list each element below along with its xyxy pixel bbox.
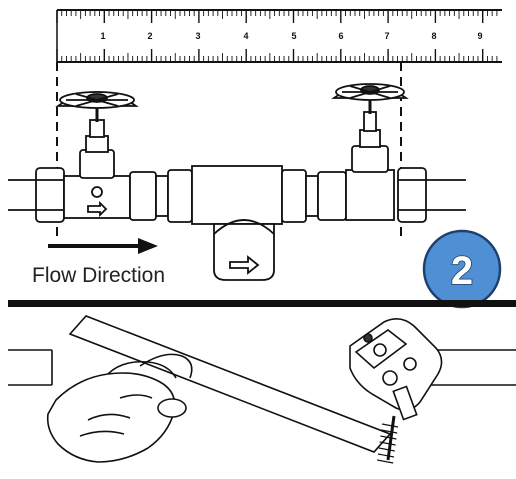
ruler-label-1: 1 (100, 31, 105, 41)
ruler-label-8: 8 (431, 31, 436, 41)
hand-icon (46, 353, 193, 463)
ruler: 1 2 3 4 5 6 7 8 9 (56, 9, 502, 63)
screw-thread (381, 423, 399, 428)
straightedge (68, 315, 392, 453)
gate-valve-right (331, 83, 409, 221)
pipe-assembly (8, 83, 466, 281)
screw-thread (381, 429, 398, 434)
screw-thread (379, 441, 396, 446)
step-number: 2 (451, 249, 473, 293)
section-divider (8, 300, 516, 307)
ruler-label-7: 7 (384, 31, 389, 41)
ruler-label-4: 4 (243, 31, 248, 41)
ruler-label-9: 9 (477, 31, 482, 41)
ruler-ticks (56, 10, 498, 62)
ruler-label-6: 6 (338, 31, 343, 41)
cutter-screw (377, 423, 399, 464)
union-left (129, 169, 193, 223)
ruler-label-2: 2 (147, 31, 152, 41)
flow-arrow-icon (87, 200, 108, 218)
screw-thread (377, 453, 395, 458)
ruler-label-5: 5 (291, 31, 296, 41)
tee-fitting-icon (191, 165, 283, 281)
ruler-label-3: 3 (195, 31, 200, 41)
cutting-illustration (8, 315, 516, 464)
step-badge: 2 (422, 229, 502, 309)
screw-thread (377, 459, 394, 464)
screw-thread (378, 447, 395, 452)
compression-nut-left (35, 167, 65, 223)
tube-cutter-icon (349, 318, 443, 464)
ruler-labels: 1 2 3 4 5 6 7 8 9 (100, 31, 482, 41)
flow-direction-arrow (48, 238, 158, 254)
compression-nut-right (397, 167, 427, 223)
flow-direction-label: Flow Direction (32, 264, 165, 287)
screw-thread (380, 435, 397, 440)
gate-valve-left (55, 91, 139, 219)
union-right (281, 169, 347, 223)
gate-valve-icon (55, 91, 139, 109)
